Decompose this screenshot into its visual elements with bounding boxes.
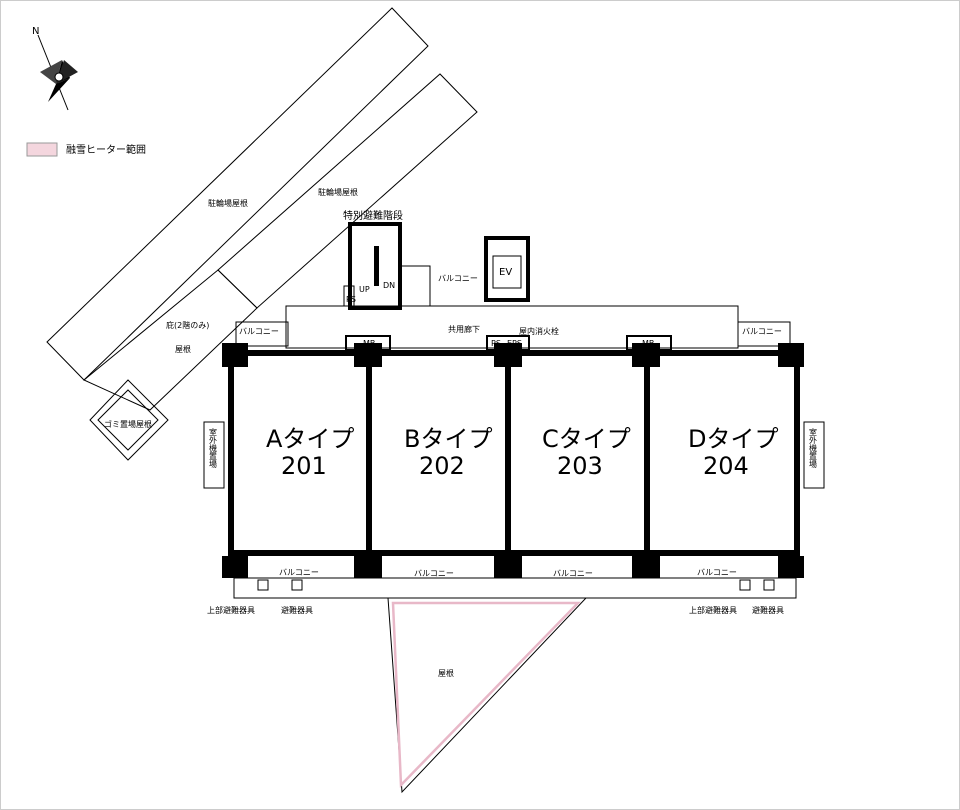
eave-label: 庇(2階のみ) — [166, 320, 209, 330]
unit-c-type: Cタイプ — [542, 425, 631, 453]
stair-up-label: UP — [359, 285, 370, 294]
legend-swatch — [26, 142, 58, 157]
ev-label: EV — [499, 267, 512, 278]
bottom-roof-label: 屋根 — [438, 668, 454, 678]
evac-upper-right-label: 上部避難器具 — [689, 605, 737, 615]
outdoor-unit-left-label: 室外機置場 — [209, 427, 218, 469]
bottom-roof — [387, 597, 588, 794]
stair-label: 特別避難階段 — [343, 209, 403, 222]
hydrant-label: 屋内消火栓 — [519, 326, 559, 336]
outdoor-unit-right-label: 室外機置場 — [809, 427, 818, 469]
unit-a-type: Aタイプ — [266, 425, 354, 453]
compass-label: N — [32, 26, 39, 37]
balcony-s2-label: バルコニー — [414, 569, 454, 578]
evac-device-right-label: 避難器具 — [752, 605, 784, 615]
ps-small-label: PS — [346, 295, 356, 304]
balcony-nw-label: バルコニー — [239, 327, 279, 336]
evac-upper-left-label: 上部避難器具 — [207, 605, 255, 615]
balcony-s3-label: バルコニー — [553, 569, 593, 578]
unit-d-number: 204 — [703, 452, 749, 480]
roof-left-label: 屋根 — [175, 344, 191, 354]
corridor-label: 共用廊下 — [448, 324, 480, 334]
balcony-ne-label: バルコニー — [742, 327, 782, 336]
unit-b-number: 202 — [419, 452, 465, 480]
unit-d-type: Dタイプ — [688, 425, 778, 453]
balcony-s4-label: バルコニー — [697, 568, 737, 577]
evac-device-left-label: 避難器具 — [281, 605, 313, 615]
compass-icon — [37, 34, 78, 111]
unit-a-number: 201 — [281, 452, 327, 480]
stair-dn-label: DN — [383, 281, 395, 290]
parking-roofs — [46, 7, 478, 461]
south-balcony — [233, 577, 797, 599]
legend-label: 融雪ヒーター範囲 — [66, 143, 146, 156]
elevator — [484, 236, 530, 302]
core-balcony-label: バルコニー — [438, 274, 478, 283]
parking-roof-right-label: 駐輪場屋根 — [318, 187, 358, 197]
balcony-s1-label: バルコニー — [279, 568, 319, 577]
units-block — [222, 343, 804, 578]
unit-b-type: Bタイプ — [404, 425, 492, 453]
garbage-roof-label: ゴミ置場屋根 — [104, 419, 152, 429]
parking-roof-left-label: 駐輪場屋根 — [208, 198, 248, 208]
unit-c-number: 203 — [557, 452, 603, 480]
